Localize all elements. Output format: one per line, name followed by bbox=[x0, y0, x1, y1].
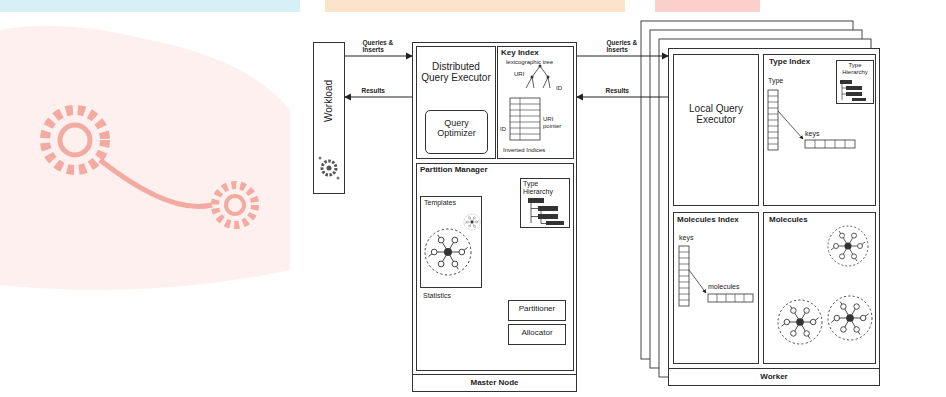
node-text: URI bbox=[514, 71, 524, 78]
node-text: keys bbox=[679, 234, 693, 242]
node-label: Distributed Query Executor bbox=[420, 61, 492, 83]
node-label: Type Hierarchy bbox=[523, 180, 567, 195]
key-array bbox=[679, 246, 689, 306]
molecule-graph bbox=[828, 296, 872, 340]
node-text: URI pointer bbox=[543, 116, 571, 129]
executor-box: Distributed Query ExecutorQuery Optimize… bbox=[416, 46, 496, 159]
workload-icon bbox=[322, 161, 336, 175]
header-band bbox=[655, 0, 760, 12]
template-molecule bbox=[464, 214, 480, 230]
node-text: ID bbox=[500, 126, 506, 133]
flow-arrow bbox=[577, 96, 668, 97]
tree-node bbox=[547, 76, 550, 79]
workload-icon bbox=[327, 166, 332, 171]
hierarchy-icon bbox=[531, 203, 546, 224]
flow-arrow bbox=[577, 55, 668, 56]
hierarchy-box: Type Hierarchy bbox=[520, 178, 570, 228]
executor-box: Local Query Executor bbox=[673, 54, 759, 206]
watermark-line bbox=[100, 160, 212, 207]
watermark-gear bbox=[215, 185, 255, 225]
index-table bbox=[510, 98, 540, 140]
hierarchy-bar bbox=[840, 80, 852, 84]
node-text: lexicographic tree bbox=[506, 59, 553, 66]
hierarchy-bar bbox=[852, 98, 866, 101]
watermark-blob bbox=[0, 26, 290, 290]
pointer-arrow bbox=[778, 111, 803, 139]
watermark-gear bbox=[226, 196, 244, 214]
optimizer-box: Query Optimizer bbox=[425, 110, 488, 154]
workload-icon bbox=[337, 177, 340, 180]
watermark-gear bbox=[60, 125, 90, 155]
hierarchy-bar bbox=[538, 206, 558, 211]
watermark-gear bbox=[45, 110, 105, 170]
edge-label: Queries & Inserts bbox=[607, 40, 639, 54]
node-text: keys bbox=[805, 130, 819, 138]
flow-arrow bbox=[345, 96, 412, 97]
node-label: Allocator bbox=[509, 329, 565, 338]
template-box: TemplatesStatistics bbox=[420, 196, 482, 288]
flow-arrow bbox=[345, 55, 412, 56]
array-grid bbox=[717, 294, 744, 302]
client-box: Workload bbox=[313, 42, 345, 194]
hierarchy-bar bbox=[846, 86, 862, 90]
tree-node bbox=[539, 65, 542, 68]
index-box: Type IndexType keys Type Hierarchy bbox=[763, 54, 876, 206]
node-label: Query Optimizer bbox=[428, 119, 485, 139]
node-label: Key Index bbox=[501, 49, 539, 58]
node-label: Partitioner bbox=[509, 305, 565, 314]
molecule-array bbox=[708, 294, 753, 302]
allocator-box: Allocator bbox=[508, 324, 566, 345]
index-box: Molecules Index keys molecules bbox=[673, 212, 759, 364]
tree-node bbox=[531, 76, 534, 79]
node-label: Local Query Executor bbox=[677, 103, 755, 125]
node-label: Type Index bbox=[769, 58, 810, 67]
tree-icon bbox=[526, 66, 550, 88]
header-band bbox=[325, 0, 625, 12]
hierarchy-bar bbox=[546, 221, 564, 225]
array-grid bbox=[815, 140, 845, 148]
molecule-graph bbox=[778, 300, 822, 344]
node-label: Workload bbox=[314, 61, 344, 141]
edge-label: Results bbox=[606, 88, 640, 95]
node-label: Type Hierarchy bbox=[838, 62, 872, 75]
key-array bbox=[768, 90, 778, 150]
header-band bbox=[0, 0, 300, 12]
node-text: Inverted Indices bbox=[503, 147, 545, 154]
partitioner-box: Partitioner bbox=[508, 300, 566, 321]
array-grid bbox=[679, 252, 689, 300]
node-label: Molecules Index bbox=[677, 216, 739, 225]
pointer-arrow bbox=[689, 270, 706, 293]
node-text: ID bbox=[556, 85, 562, 92]
molecule-box: Molecules bbox=[763, 212, 876, 364]
manager-box: Partition ManagerType HierarchyTemplates… bbox=[416, 163, 574, 371]
key-array bbox=[805, 140, 855, 148]
worker-node: WorkerLocal Query ExecutorType IndexType… bbox=[668, 48, 880, 386]
hierarchy-bar bbox=[538, 214, 558, 219]
master-node: Master Node Distributed Query ExecutorQue… bbox=[412, 42, 577, 392]
node-text: molecules bbox=[708, 283, 740, 291]
node-text: Type bbox=[768, 77, 783, 85]
node-label: Worker bbox=[669, 368, 879, 385]
table-grid bbox=[510, 98, 540, 140]
workload-icon bbox=[319, 157, 322, 160]
hierarchy-bar bbox=[528, 198, 544, 203]
index-box: Key Indexlexicographic treeURI ID ID URI po… bbox=[497, 46, 574, 159]
hierarchy-box: Type Hierarchy bbox=[836, 60, 874, 104]
node-label: Master Node bbox=[413, 374, 576, 391]
array-grid bbox=[768, 96, 778, 144]
node-label: Templates bbox=[424, 199, 456, 207]
edge-label: Results bbox=[362, 88, 396, 95]
node-label: Partition Manager bbox=[420, 166, 488, 175]
node-label: Molecules bbox=[769, 216, 808, 225]
template-molecule bbox=[425, 229, 471, 275]
hierarchy-icon bbox=[842, 84, 846, 100]
edge-label: Queries & Inserts bbox=[363, 40, 395, 54]
node-text: Statistics bbox=[423, 292, 451, 300]
molecule-graph bbox=[828, 226, 868, 266]
hierarchy-bar bbox=[846, 92, 862, 96]
